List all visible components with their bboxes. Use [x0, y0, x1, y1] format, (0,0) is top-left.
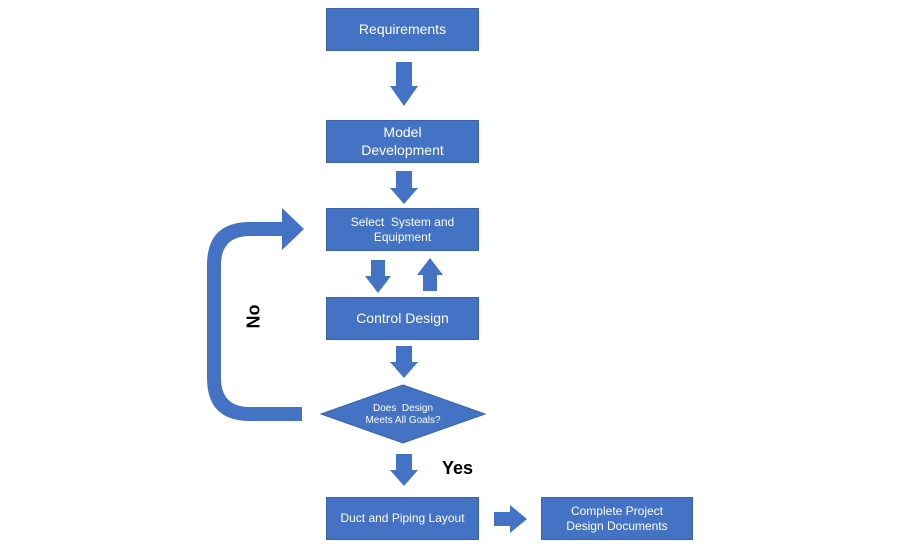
node-requirements-label: Requirements [358, 20, 447, 37]
node-decision-label: Does Design Meets All Goals? [365, 402, 441, 427]
arrow-no-loop [207, 208, 304, 421]
arrow-select-to-control [365, 260, 391, 293]
arrow-decision-to-duct [390, 454, 418, 486]
label-yes: Yes [442, 458, 474, 478]
node-model-development-label: Model Development [361, 124, 444, 158]
arrow-duct-to-complete [494, 505, 527, 533]
label-no: No [243, 304, 264, 329]
node-decision: Does Design Meets All Goals? [360, 393, 446, 437]
node-complete-project-label: Complete Project Design Documents [566, 503, 668, 533]
node-model-development: Model Development [326, 120, 479, 163]
node-select-system: Select System and Equipment [326, 208, 479, 251]
arrow-requirements-to-model [390, 62, 418, 106]
node-requirements: Requirements [326, 8, 479, 51]
node-control-design-label: Control Design [356, 309, 449, 326]
node-duct-piping-label: Duct and Piping Layout [340, 511, 465, 525]
decision-diamond-shape [319, 384, 487, 444]
node-duct-piping: Duct and Piping Layout [326, 497, 479, 540]
arrow-control-to-decision [390, 346, 418, 378]
node-control-design: Control Design [326, 297, 479, 340]
node-select-system-label: Select System and Equipment [350, 214, 458, 244]
arrow-control-to-select [417, 258, 443, 291]
node-complete-project: Complete Project Design Documents [541, 497, 693, 540]
arrow-model-to-select [390, 171, 418, 204]
